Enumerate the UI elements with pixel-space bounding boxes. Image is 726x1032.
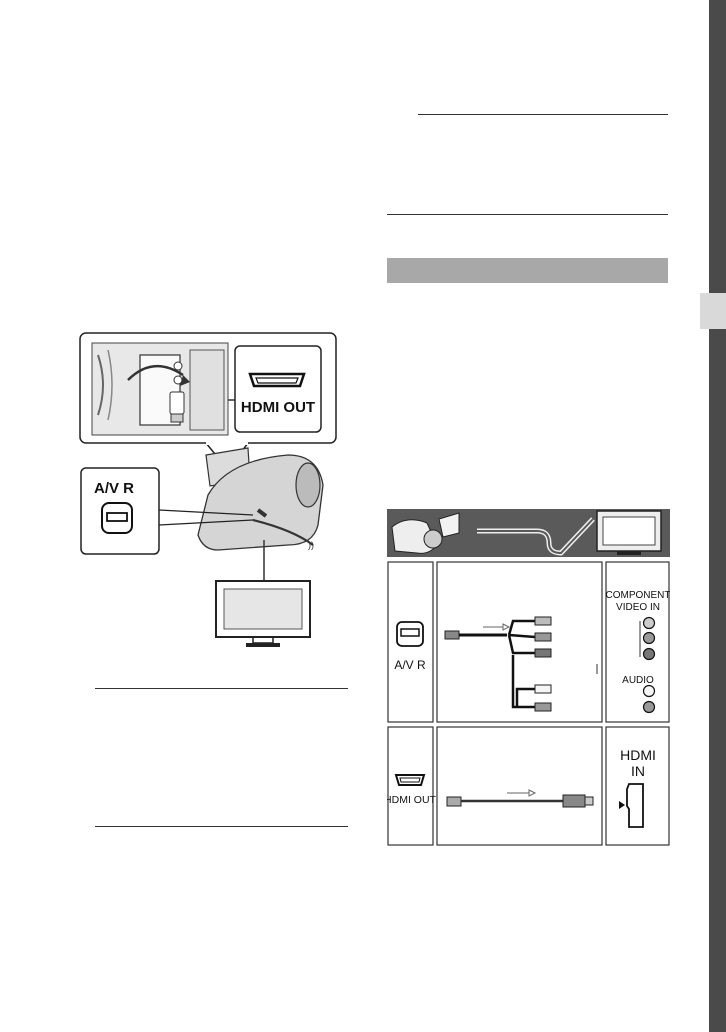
hdmi-out-port-label: HDMI OUT bbox=[387, 794, 437, 806]
audio-jack-icon bbox=[642, 700, 656, 714]
av-plug-icon bbox=[444, 630, 460, 640]
hdmi-in-label-line2: IN bbox=[631, 763, 645, 779]
table-cell-component-input bbox=[605, 561, 670, 723]
camcorder-body bbox=[197, 454, 324, 551]
divider-rule bbox=[95, 826, 348, 827]
audio-label: AUDIO bbox=[622, 675, 654, 686]
divider-rule bbox=[418, 114, 668, 115]
divider-rule bbox=[95, 688, 348, 689]
audio-jack-icon bbox=[642, 684, 656, 698]
insert-direction-marker bbox=[619, 801, 625, 809]
hdmi-in-label-line1: HDMI bbox=[620, 747, 656, 763]
open-arrow-icon bbox=[127, 364, 184, 381]
page-sidebar-strip bbox=[709, 0, 726, 1032]
component-video-in-label-line2: VIDEO IN bbox=[616, 602, 660, 613]
divider-rule bbox=[387, 214, 668, 215]
section-heading-bar bbox=[387, 258, 668, 283]
component-video-in-label-line1: COMPONENT bbox=[606, 590, 671, 601]
hdmi-port-icon bbox=[394, 774, 426, 786]
hdmi-out-label: HDMI OUT bbox=[241, 399, 315, 416]
component-jack-icon bbox=[642, 616, 656, 630]
camcorder-lens bbox=[295, 462, 321, 508]
component-jack-icon bbox=[642, 647, 656, 661]
svg-text:)): )) bbox=[308, 540, 314, 550]
av-r-label: A/V R bbox=[94, 480, 134, 497]
hdmi-plug-icon bbox=[562, 794, 586, 808]
hdmi-plug-icon bbox=[446, 796, 462, 807]
table-cell-hdmi-input bbox=[605, 726, 670, 846]
connection-table-figure: A/V R COMPONENT VIDEO IN AUDIO HDMI OUT … bbox=[387, 509, 671, 846]
component-jack-icon bbox=[642, 631, 656, 645]
table-cell-component-cable bbox=[436, 561, 603, 723]
hdmi-out-callout bbox=[234, 345, 322, 433]
hdmi-port-icon bbox=[248, 372, 306, 388]
av-r-port-icon bbox=[396, 621, 424, 647]
table-cell-hdmi-cable bbox=[436, 726, 603, 846]
table-cell-av-port bbox=[387, 561, 434, 723]
camcorder-connection-figure: HDMI OUT )) A/V R bbox=[79, 332, 337, 647]
section-tab-marker bbox=[700, 293, 726, 329]
av-r-port-label: A/V R bbox=[394, 658, 426, 672]
hdmi-in-port-icon bbox=[626, 783, 644, 828]
av-r-port-icon bbox=[101, 502, 133, 534]
